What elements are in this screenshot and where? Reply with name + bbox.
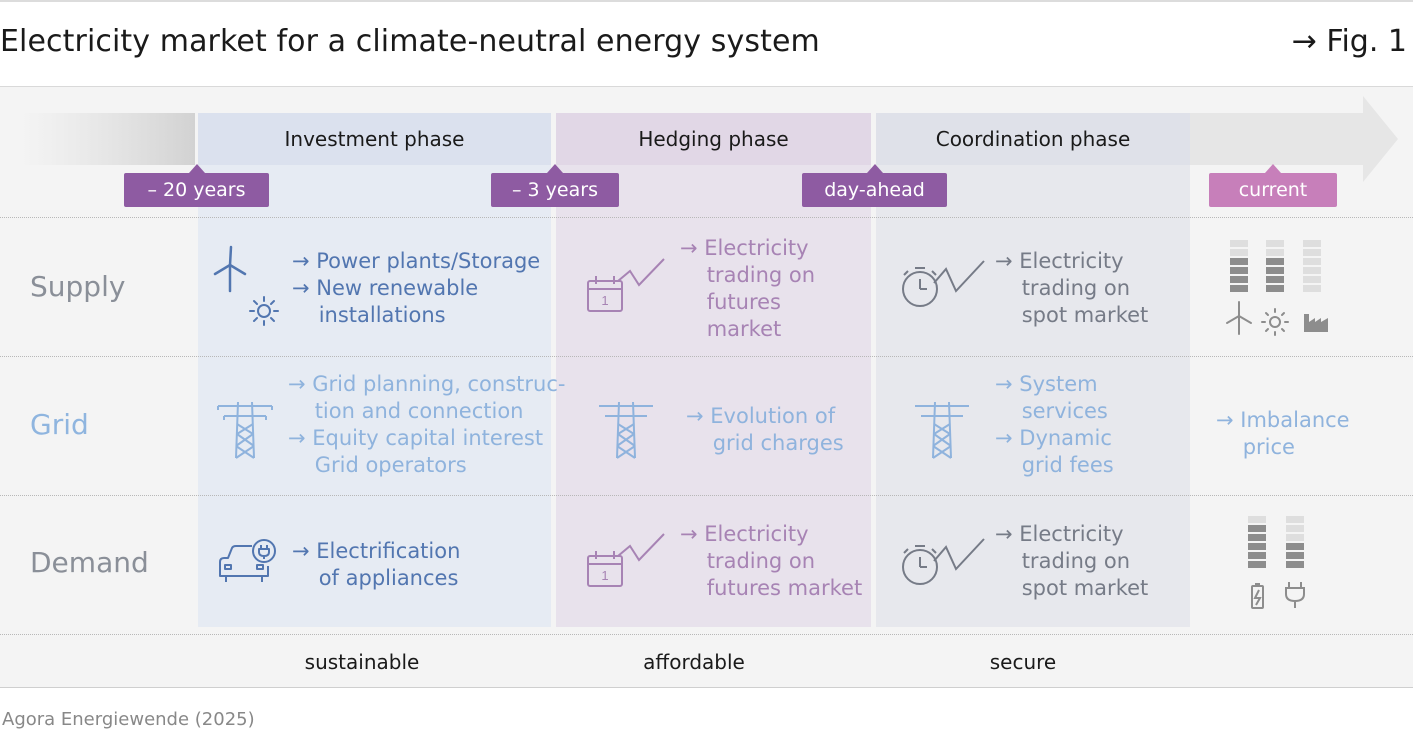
row-divider [0,634,1413,635]
svg-text:1: 1 [601,568,608,583]
supply-investment-text: → Power plants/Storage → New renewable i… [292,249,541,327]
battery-icon [1251,585,1264,609]
demand-hedging-text: → Electricity trading on futures market [680,522,863,600]
pylon-icon [599,401,653,459]
figure-title: Electricity market for a climate-neutral… [0,24,820,59]
investment-phase-header: Investment phase [198,113,551,165]
coordination-phase-header: Coordination phase [876,113,1190,165]
grid-investment-text: → Grid planning, construc- tion and conn… [288,372,566,477]
figure-reference: → Fig. 1 [1291,24,1407,59]
tag-day-ahead: day-ahead [802,164,947,207]
hedging-phase-header: Hedging phase [556,113,871,165]
grid-current-text: → Imbalance price [1216,408,1350,459]
electric-car-icon [219,539,276,582]
row-label-grid: Grid [30,408,89,441]
demand-investment-text: → Electrification of appliances [292,539,461,590]
pylon-icon [915,401,969,459]
stopwatch-chart-icon [902,538,985,585]
tag-3-years: – 3 years [491,164,619,207]
source-credit: Agora Energiewende (2025) [2,709,255,730]
grid-hedging-text: → Evolution of grid charges [686,404,844,455]
footer-sustainable: sustainable [304,650,420,674]
demand-coordination-text: → Electricity trading on spot market [995,522,1149,600]
wind-turbine-icon [213,245,279,326]
top-rule [0,0,1413,2]
row-label-demand: Demand [30,546,149,579]
row-divider [0,356,1413,357]
calendar-chart-icon: 1 [587,258,665,312]
svg-text:1: 1 [601,293,608,308]
grid-coordination-text: → System services → Dynamic grid fees [995,372,1114,477]
supply-coordination-text: → Electricity trading on spot market [995,249,1149,327]
calendar-chart-icon: 1 [587,533,665,587]
pylon-icon [217,401,273,459]
tag-current: current [1209,164,1337,207]
timeline-arrow [20,96,1398,182]
row-divider [0,217,1413,218]
tag-20-years: – 20 years [124,164,269,207]
bar-level-icon [1226,240,1328,336]
bar-level-icon [1248,516,1305,609]
stopwatch-chart-icon [902,260,985,307]
row-label-supply: Supply [30,270,126,303]
factory-icon [1304,314,1328,332]
plug-icon [1285,582,1305,608]
supply-hedging-text: → Electricity trading on futures market [680,236,816,341]
footer-affordable: affordable [643,650,745,674]
footer-secure: secure [989,650,1057,674]
row-divider [0,495,1413,496]
